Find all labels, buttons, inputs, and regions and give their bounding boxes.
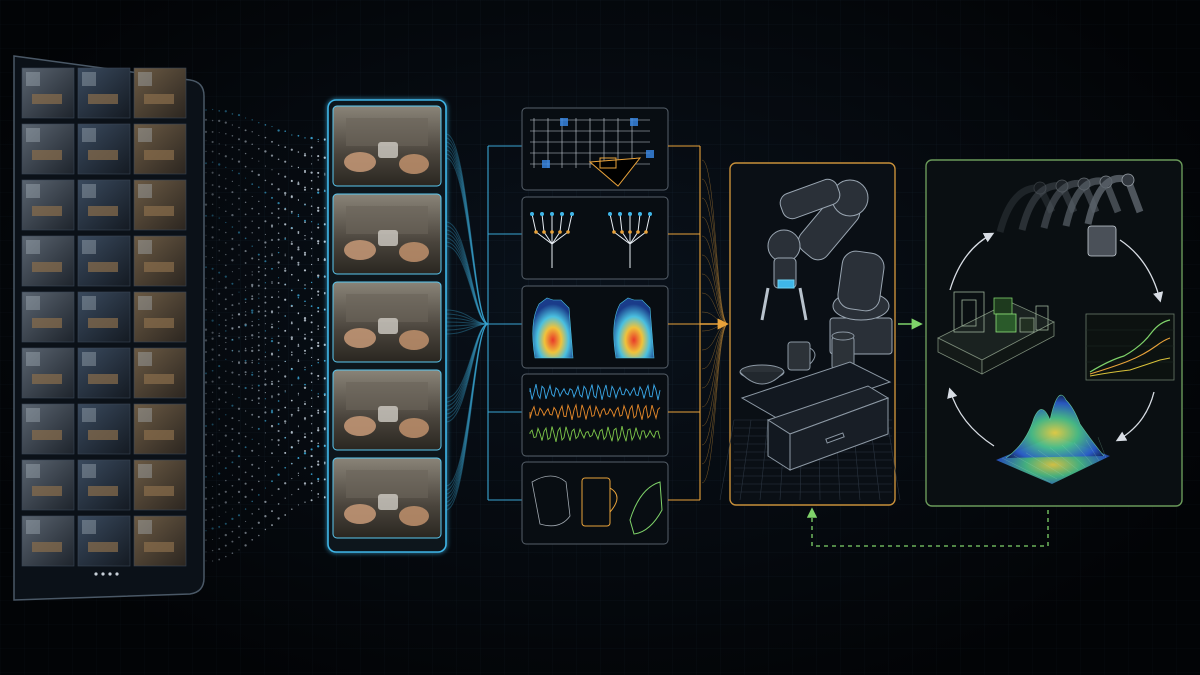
object-meshes-panel [521, 461, 669, 545]
modality-panels [521, 107, 669, 545]
robot-policy-panel [719, 162, 901, 506]
dataset-thumbnail [77, 291, 131, 343]
egocentric-clips [327, 99, 447, 553]
feedback-loop-arrow [806, 507, 1049, 547]
dataset-thumbnail [21, 459, 75, 511]
dataset-thumbnail [21, 235, 75, 287]
surface-plot [996, 394, 1110, 484]
hand-skeleton-panel [521, 196, 669, 280]
ghost-arm [1084, 173, 1144, 225]
dataset-thumbnail [133, 67, 187, 119]
dataset-tablet [13, 55, 205, 601]
dataset-thumbnail [77, 515, 131, 567]
dataset-thumbnail [77, 179, 131, 231]
egocentric-clip [332, 105, 442, 187]
mini-line-chart [1085, 313, 1175, 381]
thumbnail-grid [21, 67, 187, 567]
signal-waveforms-panel [521, 373, 669, 457]
dataset-thumbnail [77, 347, 131, 399]
bowl-wireframe [739, 364, 785, 385]
dataset-thumbnail [77, 403, 131, 455]
dataset-thumbnail [21, 291, 75, 343]
cycle-arrows [947, 232, 1164, 447]
canister-wireframe [831, 331, 855, 371]
dataset-thumbnail [133, 291, 187, 343]
egocentric-clip [332, 281, 442, 363]
page-dot [101, 572, 105, 576]
robot-arm-wireframe [760, 178, 893, 355]
dataset-thumbnail [21, 67, 75, 119]
dataset-thumbnail [133, 179, 187, 231]
dataset-thumbnail [77, 235, 131, 287]
egocentric-clip [332, 457, 442, 539]
modality-to-robot-connectors [668, 145, 729, 501]
page-dot [115, 572, 119, 576]
world-model-loop-panel [925, 159, 1183, 507]
page-dot [94, 572, 98, 576]
dataset-thumbnail [133, 235, 187, 287]
dataset-thumbnail [133, 459, 187, 511]
drawer-wireframe [740, 361, 892, 471]
dataset-thumbnail [77, 67, 131, 119]
arm-trajectory-ghosts [996, 173, 1144, 257]
mug-wireframe [787, 341, 816, 371]
data-stream-particles [204, 108, 326, 562]
dataset-thumbnail [133, 515, 187, 567]
page-dot [108, 572, 112, 576]
dataset-thumbnail [133, 123, 187, 175]
hand-heatmap-panel [521, 285, 669, 369]
dataset-thumbnail [21, 515, 75, 567]
dataset-thumbnail [21, 403, 75, 455]
dataset-thumbnail [133, 403, 187, 455]
dataset-thumbnail [133, 347, 187, 399]
ghost-arm [996, 181, 1056, 233]
dataset-thumbnail [21, 179, 75, 231]
page-dots [94, 572, 119, 576]
dataset-thumbnail [77, 459, 131, 511]
scene-wireframe-panel [521, 107, 669, 191]
egocentric-clip [332, 193, 442, 275]
egocentric-clip [332, 369, 442, 451]
dataset-thumbnail [21, 123, 75, 175]
voxel-scene [937, 291, 1055, 375]
dataset-thumbnail [21, 347, 75, 399]
dataset-thumbnail [77, 123, 131, 175]
clip-to-modality-connectors [445, 133, 522, 511]
